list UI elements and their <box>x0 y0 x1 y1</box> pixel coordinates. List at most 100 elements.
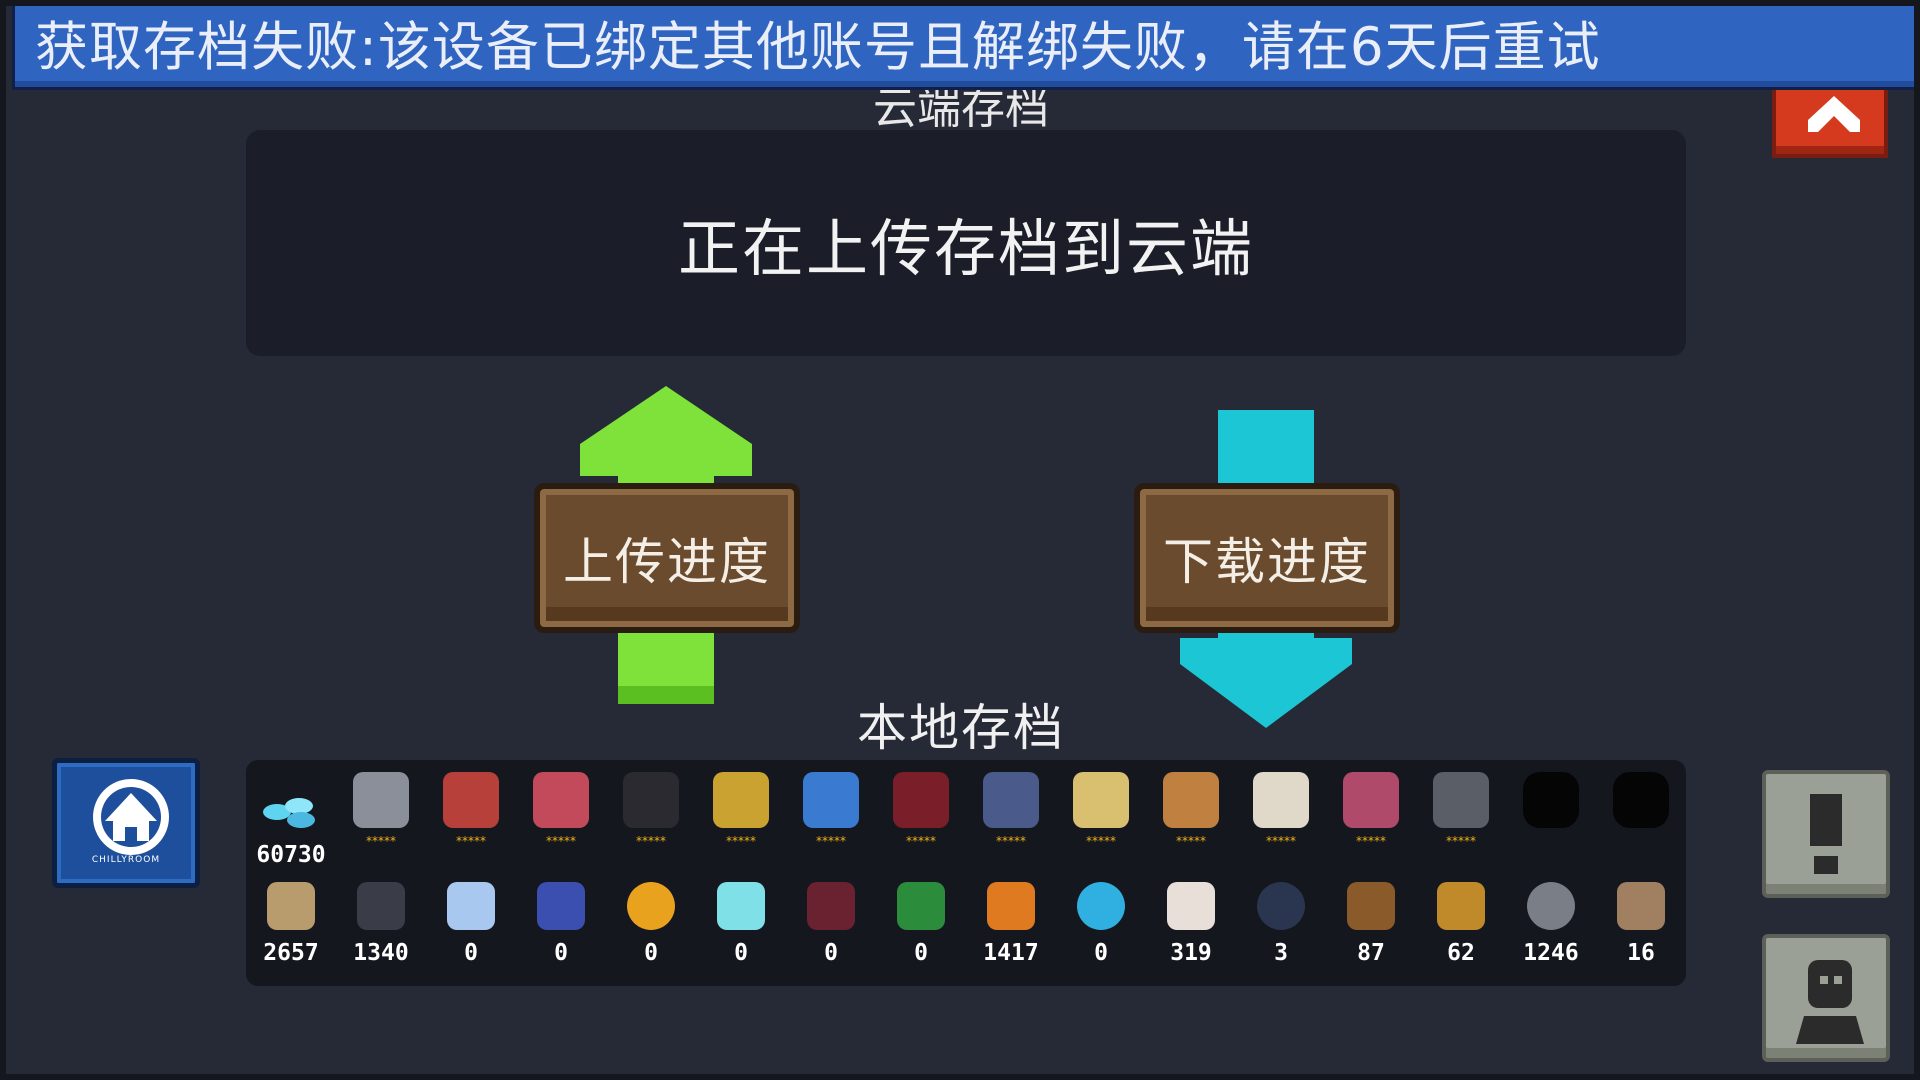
character-stars: ***** <box>1356 834 1386 848</box>
character-slot: ***** <box>336 766 426 866</box>
character-stars: ***** <box>366 834 396 848</box>
gear-icon <box>1527 882 1575 930</box>
amber-gem-icon <box>987 882 1035 930</box>
chillyroom-logo-icon <box>93 779 169 855</box>
material-slot: 0 <box>876 878 966 978</box>
material-slot: 62 <box>1416 878 1506 978</box>
cloud-status-text: 正在上传存档到云端 <box>677 212 1254 285</box>
material-count: 1340 <box>353 940 409 966</box>
character-slot <box>1506 766 1596 866</box>
gem-icon <box>263 798 315 828</box>
parchment-icon <box>267 882 315 930</box>
blue-orb-icon <box>1077 882 1125 930</box>
character-slot <box>1596 766 1686 866</box>
horn-icon <box>1437 882 1485 930</box>
material-slot: 1246 <box>1506 878 1596 978</box>
green-scroll-icon <box>897 882 945 930</box>
paladin-icon <box>983 772 1039 828</box>
elf-icon <box>1073 772 1129 828</box>
cloud-status-panel: 正在上传存档到云端 <box>246 130 1686 356</box>
locked-character-icon <box>1523 772 1579 828</box>
material-count: 0 <box>554 940 568 966</box>
upload-progress-button[interactable]: 上传进度 <box>534 483 800 633</box>
robot-icon <box>1433 772 1489 828</box>
download-progress-button[interactable]: 下载进度 <box>1134 483 1400 633</box>
rogue-icon <box>443 772 499 828</box>
character-stars: ***** <box>1086 834 1116 848</box>
chevron-up-icon <box>1808 96 1860 132</box>
engineer-icon <box>803 772 859 828</box>
character-stars: ***** <box>1176 834 1206 848</box>
character-stars: ***** <box>816 834 846 848</box>
user-silhouette-icon <box>1796 960 1864 1044</box>
chillyroom-logo-button[interactable]: CHILLYROOM <box>52 758 200 888</box>
gem-counter: 60730 <box>246 766 336 868</box>
local-save-panel: 60730 ***** ***** ***** ***** ***** ***** ****… <box>246 760 1686 986</box>
character-slot: ***** <box>516 766 606 866</box>
gem-count: 60730 <box>256 842 326 868</box>
knight-icon <box>353 772 409 828</box>
character-stars: ***** <box>906 834 936 848</box>
character-slot: ***** <box>1416 766 1506 866</box>
material-count: 87 <box>1357 940 1385 966</box>
material-count: 0 <box>1094 940 1108 966</box>
ice-crystal-icon <box>447 882 495 930</box>
crystal-ghost-icon <box>717 882 765 930</box>
material-slot: 2657 <box>246 878 336 978</box>
material-count: 319 <box>1170 940 1212 966</box>
profile-button[interactable] <box>1762 934 1890 1062</box>
character-stars: ***** <box>996 834 1026 848</box>
bat-wing-icon <box>807 882 855 930</box>
material-count: 0 <box>734 940 748 966</box>
character-slot: ***** <box>1236 766 1326 866</box>
map-box-icon <box>1617 882 1665 930</box>
gold-coin-icon <box>627 882 675 930</box>
material-slot: 16 <box>1596 878 1686 978</box>
material-count: 1246 <box>1523 940 1579 966</box>
character-slot: ***** <box>696 766 786 866</box>
battery-icon <box>357 882 405 930</box>
character-slot: ***** <box>1326 766 1416 866</box>
material-count: 0 <box>464 940 478 966</box>
fish-plate-icon <box>1257 882 1305 930</box>
werewolf-icon <box>1163 772 1219 828</box>
witch-icon <box>533 772 589 828</box>
material-count: 16 <box>1627 940 1655 966</box>
material-slot: 0 <box>426 878 516 978</box>
error-banner: 获取存档失败:该设备已绑定其他账号且解绑失败，请在6天后重试 <box>12 6 1914 90</box>
notice-button[interactable] <box>1762 770 1890 898</box>
material-slot: 0 <box>786 878 876 978</box>
character-stars: ***** <box>636 834 666 848</box>
character-slot: ***** <box>876 766 966 866</box>
cloud-save-title: 云端存档 <box>873 83 1049 134</box>
locked-character-icon <box>1613 772 1669 828</box>
material-count: 3 <box>1274 940 1288 966</box>
material-count: 1417 <box>983 940 1039 966</box>
material-slot: 0 <box>516 878 606 978</box>
character-slot: ***** <box>606 766 696 866</box>
material-slot: 319 <box>1146 878 1236 978</box>
character-stars: ***** <box>1266 834 1296 848</box>
character-row: 60730 ***** ***** ***** ***** ***** ***** ****… <box>246 766 1686 868</box>
material-slot: 0 <box>696 878 786 978</box>
exclamation-icon <box>1810 794 1842 874</box>
assassin-icon <box>623 772 679 828</box>
material-slot: 1340 <box>336 878 426 978</box>
material-slot: 0 <box>606 878 696 978</box>
potion-set-icon <box>537 882 585 930</box>
priest-icon <box>1253 772 1309 828</box>
character-stars: ***** <box>456 834 486 848</box>
character-slot: ***** <box>1146 766 1236 866</box>
flour-sack-icon <box>1167 882 1215 930</box>
character-slot: ***** <box>426 766 516 866</box>
local-save-title: 本地存档 <box>857 699 1065 757</box>
druid-icon <box>1343 772 1399 828</box>
character-stars: ***** <box>726 834 756 848</box>
material-count: 0 <box>914 940 928 966</box>
character-stars: ***** <box>546 834 576 848</box>
material-count: 2657 <box>263 940 319 966</box>
material-slot: 3 <box>1236 878 1326 978</box>
material-slot: 87 <box>1326 878 1416 978</box>
